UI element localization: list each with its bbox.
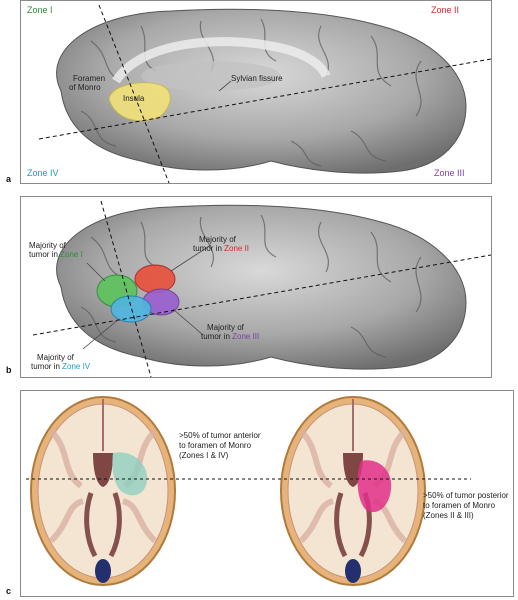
- zone-1-label: Zone I: [27, 5, 53, 15]
- insula-label: Insula: [123, 94, 145, 103]
- zone-1-annotation-line1: Majority of: [29, 241, 66, 250]
- tumor-posterior: [357, 460, 392, 513]
- zone-2-label: Zone II: [431, 5, 460, 15]
- tumor-in-text: tumor in: [29, 250, 61, 259]
- zone-1-annotation-line2: tumor in Zone I: [29, 250, 83, 259]
- zone-3-label: Zone III: [434, 168, 465, 178]
- zone-2-annotation-line2: tumor in Zone II: [193, 244, 249, 253]
- foramen-label-line1: Foramen: [73, 74, 106, 83]
- tumor-zone-4: [110, 295, 152, 323]
- tumor-in-text: tumor in: [201, 332, 233, 341]
- zone-2-text: Zone II: [224, 244, 250, 253]
- brain-lateral-view-a: [38, 4, 491, 183]
- tumor-in-text: tumor in: [31, 362, 63, 371]
- panel-b: Majority of tumor in Zone I Majority of …: [20, 196, 492, 378]
- panel-a-letter: a: [6, 174, 12, 184]
- anterior-caption-line2: to foramen of Monro: [179, 441, 252, 450]
- posterior-caption-line3: (Zones II & III): [423, 511, 474, 520]
- posterior-caption-line2: to foramen of Monro: [423, 501, 496, 510]
- sylvian-fissure-label: Sylvian fissure: [231, 74, 283, 83]
- zone-3-text: Zone III: [232, 332, 260, 341]
- foramen-label-line2: of Monro: [69, 83, 101, 92]
- sylvian-pointer: [218, 80, 232, 92]
- corpus-callosum: [112, 37, 331, 84]
- pointer-zone-4: [82, 318, 120, 350]
- panel-c-letter: c: [6, 586, 12, 596]
- tumor-in-text: tumor in: [193, 244, 225, 253]
- zone-4-label: Zone IV: [27, 168, 59, 178]
- axial-slice-left: [30, 396, 176, 586]
- anterior-caption-line3: (Zones I & IV): [179, 451, 229, 460]
- panel-a: Zone I Zone II Zone III Zone IV Foramen …: [20, 0, 492, 184]
- vertical-monro-line: [98, 4, 170, 183]
- anterior-caption-line1: >50% of tumor anterior: [179, 431, 261, 440]
- zone-2-annotation-line1: Majority of: [199, 235, 236, 244]
- zone-4-annotation-line2: tumor in Zone IV: [31, 362, 90, 371]
- pointer-zone-1: [86, 262, 106, 282]
- zone-4-text: Zone IV: [62, 362, 91, 371]
- panel-b-letter: b: [6, 365, 12, 375]
- insula-region: [108, 82, 171, 122]
- brain-lateral-view-b: [32, 200, 491, 377]
- panel-c: >50% of tumor anterior to foramen of Mon…: [20, 390, 514, 597]
- sylvian-line: [32, 254, 491, 336]
- tumor-anterior: [112, 452, 148, 496]
- tumor-zone-2: [134, 264, 176, 294]
- vertical-monro-line: [100, 200, 152, 377]
- axial-brain-views: [26, 396, 471, 586]
- pointer-zone-2: [170, 244, 212, 272]
- zone-1-text: Zone I: [60, 250, 83, 259]
- lateral-ventricle: [141, 61, 281, 91]
- zone-3-annotation-line1: Majority of: [207, 323, 244, 332]
- zone-3-annotation-line2: tumor in Zone III: [201, 332, 259, 341]
- axial-slice-right: [280, 396, 426, 586]
- zone-4-annotation-line1: Majority of: [37, 353, 74, 362]
- posterior-caption-line1: >50% of tumor posterior: [423, 491, 509, 500]
- brain-hemisphere: [56, 204, 467, 370]
- pointer-zone-3: [172, 308, 204, 336]
